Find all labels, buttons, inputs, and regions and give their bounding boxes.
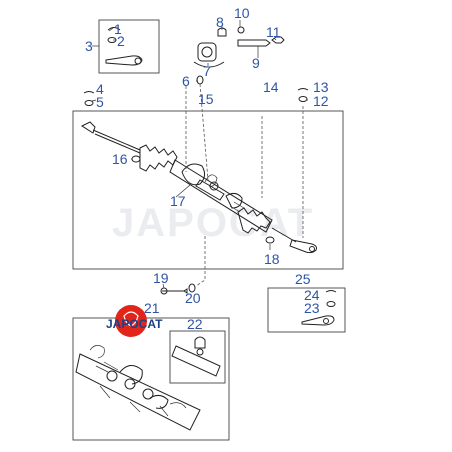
callout-25: 25 xyxy=(295,271,311,287)
leader-20 xyxy=(195,236,206,287)
callout-13: 13 xyxy=(313,79,329,95)
kit-box-25 xyxy=(267,287,346,333)
left-boot xyxy=(139,144,178,172)
right-boot xyxy=(237,207,271,234)
logo-brand-text: JAPOCAT xyxy=(106,317,163,331)
bolt-washer-parts xyxy=(160,283,196,295)
rack-box-frame xyxy=(72,110,344,270)
right-small-parts xyxy=(297,88,309,102)
leader-lines xyxy=(91,20,308,289)
japocat-logo: JAPOCAT xyxy=(106,305,163,337)
callout-2: 2 xyxy=(117,33,125,49)
left-small-parts xyxy=(83,91,95,106)
logo-emblem-icon xyxy=(123,311,139,327)
callout-11: 11 xyxy=(266,24,281,40)
left-tie-rod-end xyxy=(80,121,96,134)
bolt-part xyxy=(237,39,271,47)
cotter-pin-part xyxy=(107,27,121,31)
callout-19: 19 xyxy=(153,270,169,286)
washer-16 xyxy=(131,155,141,163)
right-tie-rod-kit-box xyxy=(267,287,346,333)
callout-8: 8 xyxy=(216,14,224,30)
callout-23: 23 xyxy=(304,300,320,316)
gear-housing xyxy=(75,353,201,431)
callout-24: 24 xyxy=(304,287,320,303)
callout-18: 18 xyxy=(264,251,280,267)
callout-9: 9 xyxy=(252,55,260,71)
tie-rod-end-kit-box xyxy=(92,19,160,74)
grommet-part xyxy=(217,27,227,37)
callout-12: 12 xyxy=(313,93,329,109)
kit-box-frame xyxy=(98,19,160,74)
callout-14: 14 xyxy=(263,79,279,95)
rack-housing xyxy=(169,159,273,233)
bolt-19 xyxy=(162,288,188,294)
valve-body xyxy=(181,163,206,186)
callout-4: 4 xyxy=(96,81,104,97)
callout-1: 1 xyxy=(114,21,122,37)
callout-21: 21 xyxy=(144,300,160,316)
callout-5: 5 xyxy=(96,94,104,110)
left-tie-rod xyxy=(92,129,141,151)
callout-7: 7 xyxy=(203,63,211,79)
callout-16: 16 xyxy=(112,151,128,167)
callout-10: 10 xyxy=(234,5,250,21)
callout-22: 22 xyxy=(187,316,203,332)
nut-part-11 xyxy=(271,36,285,44)
steering-rack-box xyxy=(72,83,344,270)
callout-3: 3 xyxy=(85,38,93,54)
right-tie-rod-end xyxy=(289,239,317,254)
callout-15: 15 xyxy=(198,91,214,107)
watermark-text: JAPOCAT xyxy=(112,201,314,245)
detail-fitting xyxy=(194,336,206,349)
washer-20 xyxy=(188,283,196,293)
gear-housing-box xyxy=(72,317,230,441)
bushing-part xyxy=(197,42,217,62)
detail-box-22 xyxy=(169,330,226,384)
housing-box-frame xyxy=(72,317,230,441)
tie-rod-end-part xyxy=(105,55,143,66)
callout-6: 6 xyxy=(182,73,190,89)
top-center-parts xyxy=(193,26,285,85)
tie-rod-end-25 xyxy=(301,315,335,326)
callout-17: 17 xyxy=(170,193,186,209)
callout-20: 20 xyxy=(185,290,201,306)
logo-red-circle xyxy=(115,305,147,337)
washer-18 xyxy=(265,236,275,244)
bracket-part xyxy=(193,61,225,68)
callout-labels: 1 2 3 4 5 6 7 8 9 10 11 12 13 14 15 16 1… xyxy=(85,5,329,332)
